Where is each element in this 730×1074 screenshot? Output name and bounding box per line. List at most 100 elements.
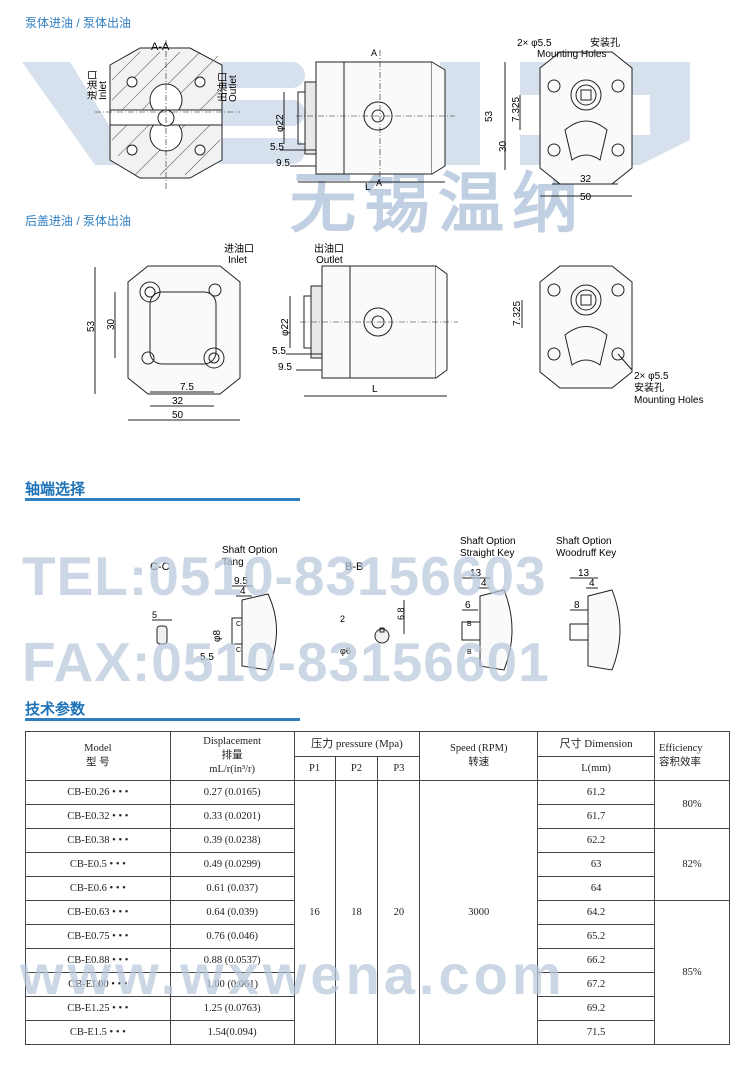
cell-dim: 64 — [537, 876, 655, 901]
header-speed-en: Speed (RPM) — [450, 743, 508, 754]
tech-section-rule — [25, 718, 300, 721]
front-inlet-caption: 泵体进油 / 泵体出油 — [25, 16, 132, 30]
dim-2-bb: 2 — [340, 614, 345, 624]
cell-dim: 66.2 — [537, 948, 655, 973]
header-dimension: 尺寸 Dimension — [537, 731, 655, 757]
cell-model: CB-E0.88 • • • — [25, 948, 171, 973]
header-pressure: 压力 pressure (Mpa) — [293, 731, 421, 757]
label-holes-en-2: Mounting Holes — [634, 395, 703, 406]
dim-53-1: 53 — [484, 110, 495, 122]
dim-6-8-bb: 6.8 — [396, 607, 406, 620]
cell-disp: 0.33 (0.0201) — [169, 804, 295, 829]
header-speed: Speed (RPM) 转速 — [419, 731, 539, 781]
cell-dim: 67.2 — [537, 972, 655, 997]
header-model: Model 型 号 — [25, 731, 171, 781]
label-cc: C-C — [150, 561, 170, 573]
header-disp-unit: mL/r(in³/r) — [209, 764, 256, 775]
dim-phi22-1: φ22 — [275, 114, 286, 132]
dim-4-tang: 4 — [240, 586, 246, 597]
header-disp-cn: 排量 — [221, 750, 243, 761]
cell-model: CB-E0.5 • • • — [25, 852, 171, 877]
label-a-top: A — [371, 48, 377, 58]
label-outlet-cn-2: 出油口 — [314, 242, 344, 255]
dim-5-5-tang: 5.5 — [200, 652, 214, 663]
section-bb — [374, 600, 405, 644]
header-speed-cn: 转速 — [468, 757, 490, 768]
cell-model: CB-E0.63 • • • — [25, 900, 171, 925]
header-dim-l: L(mm) — [537, 755, 655, 781]
dim-L-2: L — [372, 384, 378, 395]
section-aa-view — [95, 40, 240, 190]
label-holes-cn-2: 安装孔 — [634, 381, 664, 394]
cell-dim: 63 — [537, 852, 655, 877]
cell-disp: 1.00 (0.061) — [169, 972, 295, 997]
label-b-straight-bottom: B — [467, 649, 472, 656]
shaft-section-title: 轴端选择 — [25, 481, 86, 498]
dim-53-2: 53 — [86, 320, 97, 332]
tech-section-title: 技术参数 — [25, 701, 86, 718]
label-bb: B-B — [345, 561, 363, 573]
table-row: CB-EI.00 • • • 1.00 (0.061) 67.2 — [25, 972, 730, 997]
dim-5-5-1: 5.5 — [270, 142, 284, 153]
label-aa: A-A — [151, 41, 170, 53]
table-header-row: Model 型 号 Displacement 排量 mL/r(in³/r) 压力… — [25, 731, 730, 781]
table-row: CB-E0.6 • • • 0.61 (0.037) 64 — [25, 876, 730, 901]
cell-disp: 0.39 (0.0238) — [169, 828, 295, 853]
header-eff-cn: 容积效率 — [658, 757, 701, 768]
cell-eff-82: 82% — [653, 828, 730, 901]
dim-50-2: 50 — [172, 410, 184, 421]
dim-9-5-1: 9.5 — [276, 158, 290, 169]
cell-p1-merged: 16 — [293, 780, 336, 1045]
dim-8-woodruff: 8 — [574, 600, 580, 611]
header-p3: P3 — [377, 755, 421, 781]
dim-phi6-bb: φ6 — [340, 646, 351, 656]
table-row: CB-E0.26 • • • 0.27 (0.0165) 16 18 20 30… — [25, 780, 730, 1045]
label-woodruff-key: Woodruff Key — [556, 548, 616, 559]
header-model-cn: 型 号 — [86, 757, 110, 768]
header-displacement: Displacement 排量 mL/r(in³/r) — [169, 731, 295, 781]
dim-7325-1: 7.325 — [511, 97, 522, 122]
dim-32-1: 32 — [580, 174, 592, 185]
dim-30-2: 30 — [106, 318, 117, 330]
cell-model: CB-E0.32 • • • — [25, 804, 171, 829]
label-inlet-cn: 进油口 — [86, 70, 99, 100]
spec-table: Model 型 号 Displacement 排量 mL/r(in³/r) 压力… — [25, 731, 730, 1045]
dim-phi8-tang: φ8 — [212, 630, 223, 642]
cell-dim: 64.2 — [537, 900, 655, 925]
header-efficiency: Efficiency 容积效率 — [653, 731, 730, 781]
dim-7325-2: 7.325 — [512, 301, 523, 326]
cell-model: CB-E0.6 • • • — [25, 876, 171, 901]
dim-50-1: 50 — [580, 192, 592, 203]
label-inlet-cn-2: 进油口 — [224, 242, 254, 255]
label-outlet-cn: 出油口 — [216, 72, 229, 102]
shaft-straight-key — [461, 577, 513, 671]
cell-disp: 1.25 (0.0763) — [169, 996, 295, 1021]
cell-model: CB-E0.38 • • • — [25, 828, 171, 853]
label-inlet-2: Inlet — [228, 255, 247, 266]
dim-7-5-2: 7.5 — [180, 382, 194, 393]
cell-p2-merged: 18 — [334, 780, 379, 1045]
cell-eff-80: 80% — [653, 780, 730, 829]
label-c-tang-top: C — [236, 621, 241, 628]
table-row: CB-E0.32 • • • 0.33 (0.0201) 61.7 — [25, 804, 730, 829]
table-row: CB-E1.5 • • • 1.54(0.094) 71.5 — [25, 1020, 730, 1045]
cell-model: CB-E0.26 • • • — [25, 780, 171, 805]
label-a-bottom: A — [376, 178, 382, 188]
label-straight-key: Straight Key — [460, 548, 514, 559]
header-model-en: Model — [84, 743, 112, 754]
cell-disp: 0.64 (0.039) — [169, 900, 295, 925]
dim-phi22-2: φ22 — [280, 318, 291, 336]
cell-model: CB-E1.25 • • • — [25, 996, 171, 1021]
fax-watermark: FAX:0510-83156601 — [22, 631, 550, 693]
dim-32-2: 32 — [172, 396, 184, 407]
cell-dim: 61.2 — [537, 780, 655, 805]
label-b-straight-top: B — [467, 621, 472, 628]
dim-9-5-tang: 9.5 — [234, 576, 248, 587]
dim-6-straight: 6 — [465, 600, 471, 611]
dim-5-cc: 5 — [152, 610, 157, 620]
web-watermark: www.wxwena.com — [20, 943, 566, 1006]
dim-5-5-2: 5.5 — [272, 346, 286, 357]
header-disp-en: Displacement — [203, 736, 262, 747]
shaft-section-rule — [25, 498, 300, 501]
cell-disp: 0.49 (0.0299) — [169, 852, 295, 877]
